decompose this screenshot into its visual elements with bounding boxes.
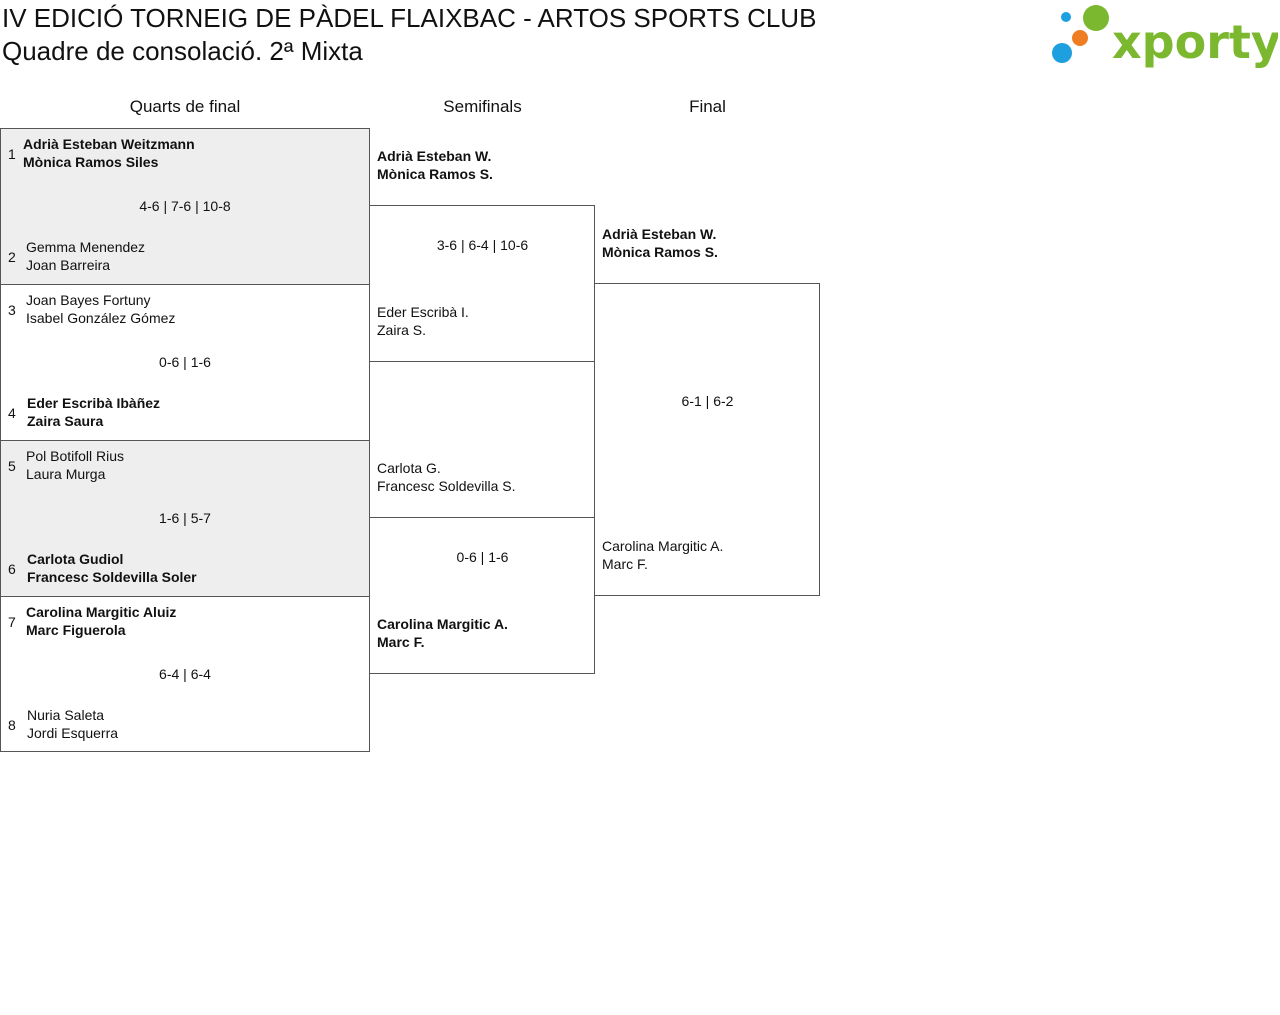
quarter-match-4 [0,596,370,752]
xporty-logo: xporty [1052,5,1278,68]
quarter-match-3 [0,440,370,597]
match-score: 0-6 | 1-6 [159,354,211,370]
seed-number: 4 [8,405,16,421]
seed-number: 3 [8,302,16,318]
logo-dot-small-icon [1061,12,1071,22]
team-entry: Carolina Margitic Aluiz Marc Figuerola [26,603,176,639]
player-name: Mònica Ramos S. [602,244,718,260]
match-score: 1-6 | 5-7 [159,510,211,526]
tournament-title: IV EDICIÓ TORNEIG DE PÀDEL FLAIXBAC - AR… [2,3,817,33]
player-name: Marc F. [602,556,648,572]
seed-number: 1 [8,146,16,162]
player-name: Zaira S. [377,322,427,338]
team-entry: Nuria Saleta Jordi Esquerra [27,706,118,742]
player-name: Adrià Esteban W. [602,226,717,242]
team-entry: Carlota Gudiol Francesc Soldevilla Soler [27,550,197,586]
player-name: Francesc Soldevilla Soler [27,569,197,585]
match-score: 6-1 | 6-2 [681,393,734,409]
player-name: Nuria Saleta [27,707,105,723]
player-name: Marc Figuerola [26,622,126,638]
player-name: Carlota Gudiol [27,551,124,567]
team-entry: Adrià Esteban Weitzmann Mònica Ramos Sil… [23,135,195,171]
player-name: Francesc Soldevilla S. [377,478,516,494]
player-name: Adrià Esteban Weitzmann [23,136,195,152]
match-score: 4-6 | 7-6 | 10-8 [139,198,231,214]
player-name: Mònica Ramos Siles [23,154,159,170]
team-entry: Adrià Esteban W. Mònica Ramos S. [602,225,718,261]
player-name: Carolina Margitic Aluiz [26,604,177,620]
logo-dot-orange-icon [1072,30,1088,46]
player-name: Jordi Esquerra [27,725,119,741]
seed-number: 8 [8,717,16,733]
player-name: Eder Escribà I. [377,304,469,320]
logo-dot-blue-icon [1052,43,1072,63]
match-score: 6-4 | 6-4 [159,666,211,682]
round-header-quarters: Quarts de final [129,97,241,116]
team-entry: Gemma Menendez Joan Barreira [26,238,145,274]
team-entry: Carlota G. Francesc Soldevilla S. [377,459,516,495]
match-score: 3-6 | 6-4 | 10-6 [436,237,529,253]
logo-wordmark: xporty [1112,15,1278,68]
player-name: Carolina Margitic A. [377,616,508,632]
player-name: Joan Bayes Fortuny [26,292,151,308]
player-name: Zaira Saura [27,413,104,429]
player-name: Eder Escribà Ibàñez [27,395,161,411]
logo-dot-green-icon [1083,5,1109,31]
round-header-semis: Semifinals [443,97,522,116]
player-name: Mònica Ramos S. [377,166,493,182]
seed-number: 7 [8,614,16,630]
seed-number: 6 [8,561,16,577]
player-name: Joan Barreira [26,257,111,273]
quarter-match-1 [0,128,370,285]
player-name: Pol Botifoll Rius [26,448,125,464]
player-name: Adrià Esteban W. [377,148,492,164]
team-entry: Pol Botifoll Rius Laura Murga [26,447,124,483]
match-score: 0-6 | 1-6 [456,549,509,565]
team-entry: Carolina Margitic A. Marc F. [602,537,723,573]
player-name: Laura Murga [26,466,106,482]
seed-number: 2 [8,249,16,265]
seed-number: 5 [8,458,16,474]
player-name: Isabel González Gómez [26,310,176,326]
team-entry: Adrià Esteban W. Mònica Ramos S. [377,147,493,183]
team-entry: Joan Bayes Fortuny Isabel González Gómez [26,291,175,327]
player-name: Carlota G. [377,460,441,476]
draw-subtitle: Quadre de consolació. 2ª Mixta [2,36,363,66]
player-name: Carolina Margitic A. [602,538,724,554]
player-name: Marc F. [377,634,425,650]
round-header-final: Final [689,97,726,116]
final-match [594,283,820,596]
team-entry: Eder Escribà Ibàñez Zaira Saura [27,394,160,430]
team-entry: Carolina Margitic A. Marc F. [377,615,508,651]
player-name: Gemma Menendez [26,239,146,255]
team-entry: Eder Escribà I. Zaira S. [377,303,469,339]
